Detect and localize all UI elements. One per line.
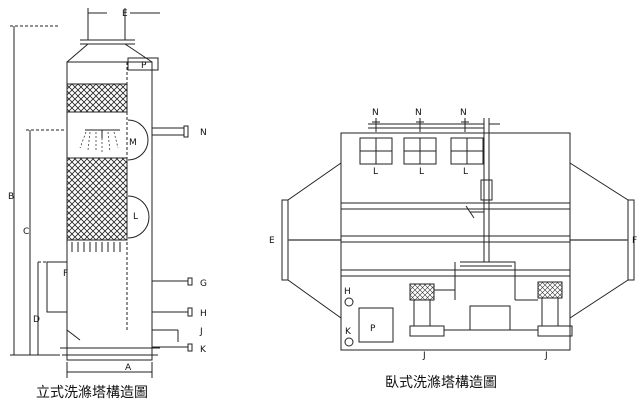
label-v-D: D — [33, 315, 40, 325]
label-h-L2: L — [419, 167, 424, 177]
label-v-M: M — [129, 138, 137, 148]
label-h-K: K — [345, 327, 352, 337]
caption-horizontal: 臥式洗滌塔構造圖 — [385, 375, 497, 391]
vertical-scrubber — [10, 8, 193, 378]
label-h-N1: N — [372, 108, 379, 118]
label-h-E: E — [269, 236, 275, 246]
label-v-N: N — [200, 128, 207, 138]
label-h-N2: N — [415, 108, 422, 118]
label-h-L3: L — [463, 167, 468, 177]
caption-vertical: 立式洗滌塔構造圖 — [36, 385, 148, 401]
label-v-E: E — [122, 9, 128, 19]
label-h-L1: L — [373, 167, 378, 177]
label-v-P: P — [141, 61, 147, 71]
label-v-A: A — [125, 363, 132, 373]
horizontal-scrubber — [281, 118, 635, 351]
label-h-F: F — [632, 236, 637, 246]
label-v-J: J — [199, 327, 203, 337]
horizontal-labels: N N N L L L E F H K P J J 臥式洗滌塔構造圖 — [269, 108, 637, 391]
label-h-H: H — [344, 287, 351, 297]
label-h-J1: J — [422, 351, 426, 361]
label-v-L: L — [133, 212, 138, 222]
label-v-K: K — [200, 345, 207, 355]
label-h-J2: J — [544, 351, 548, 361]
label-v-H: H — [200, 309, 207, 319]
label-v-F: F — [63, 269, 68, 279]
label-h-N3: N — [460, 108, 467, 118]
label-v-G: G — [200, 279, 207, 289]
label-h-P: P — [370, 324, 376, 334]
label-v-C: C — [23, 227, 29, 237]
label-v-B: B — [8, 192, 14, 202]
vertical-labels: E P M N L B C F G H D J K A 立式洗滌塔構造圖 — [8, 9, 207, 401]
